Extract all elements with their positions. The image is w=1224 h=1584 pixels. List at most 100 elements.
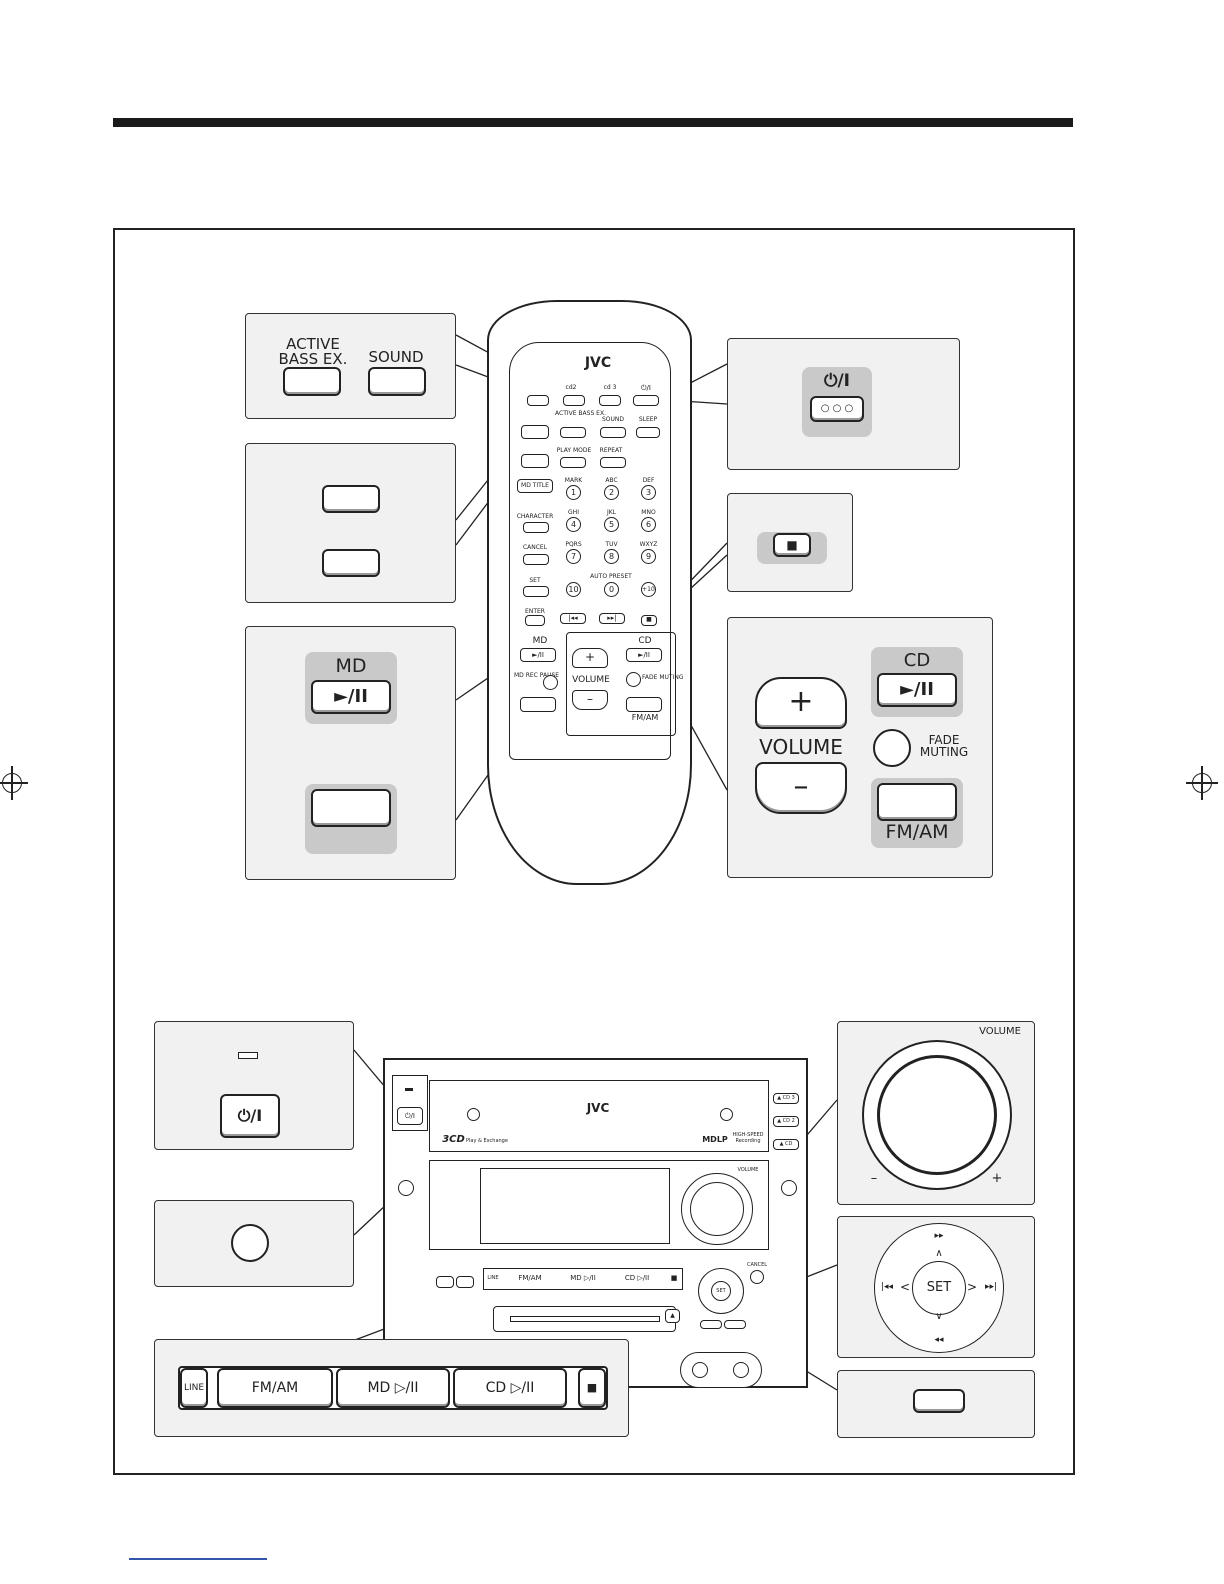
- callout-md-play-button[interactable]: MD ▷/II: [336, 1368, 450, 1408]
- unit-jack-right[interactable]: [733, 1362, 749, 1378]
- remote-sound-button[interactable]: [600, 427, 626, 438]
- unit-md-eject[interactable]: ▲: [665, 1309, 680, 1323]
- callout-down-icon: ∨: [935, 1311, 943, 1322]
- callout-volume-up-button[interactable]: +: [755, 677, 847, 729]
- callout-fade-muting-button[interactable]: [873, 729, 911, 767]
- unit-cd3-eject[interactable]: ▲ CD 3: [773, 1093, 799, 1104]
- unit-left-button-1[interactable]: [436, 1276, 454, 1288]
- callout-unit-power-button[interactable]: ⏻/I: [220, 1094, 280, 1138]
- callout-md-aux-button[interactable]: [311, 789, 391, 827]
- remote-md-title-button[interactable]: MD TITLE: [517, 479, 553, 493]
- callout-stop-button[interactable]: ■: [578, 1368, 606, 1408]
- remote-cd1-button[interactable]: [527, 395, 549, 406]
- key-3[interactable]: 3: [641, 485, 656, 500]
- remote-md-play-button[interactable]: ►/II: [520, 648, 556, 662]
- unit-power-button[interactable]: ⏻/I: [397, 1107, 423, 1125]
- remote-cd2-button[interactable]: [563, 395, 585, 406]
- callout-active-bass-label: ACTIVE BASS EX.: [278, 335, 348, 368]
- callout-volume-label: VOLUME: [979, 1026, 1021, 1037]
- callout-stop-button[interactable]: ■: [773, 533, 811, 557]
- remote-enter-button[interactable]: [525, 615, 545, 626]
- remote-fm-am-button[interactable]: [626, 697, 662, 712]
- remote-character-label: CHARACTER: [516, 513, 554, 520]
- unit-line-button[interactable]: LINE: [487, 1275, 499, 1281]
- callout-phones-jack[interactable]: [231, 1224, 269, 1262]
- remote-volume-down-button[interactable]: –: [572, 690, 608, 710]
- cd-tray: [429, 1080, 769, 1152]
- unit-right-knob[interactable]: [781, 1180, 797, 1196]
- callout-volume-down-button[interactable]: –: [755, 762, 847, 814]
- callout-bottom-button-face[interactable]: [913, 1389, 965, 1413]
- callout-power-button[interactable]: ○ ○ ○: [810, 396, 864, 422]
- key-letters-6: MNO: [641, 509, 656, 516]
- unit-cd2-eject[interactable]: ▲ CD 2: [773, 1116, 799, 1127]
- unit-bottom-button-2[interactable]: [724, 1320, 746, 1329]
- unit-md-slot-opening: [510, 1316, 660, 1322]
- unit-3cd-label: 3CD: [442, 1134, 465, 1145]
- key-2[interactable]: 2: [604, 485, 619, 500]
- callout-cd-play-button[interactable]: CD ▷/II: [453, 1368, 567, 1408]
- remote-stop-button[interactable]: ■: [641, 615, 657, 626]
- key-8[interactable]: 8: [604, 549, 619, 564]
- unit-cd1-eject[interactable]: ▲ CD: [773, 1139, 799, 1150]
- callout-fm-am-button[interactable]: [877, 783, 957, 821]
- callout-side-button-bottom[interactable]: [322, 549, 380, 577]
- unit-left-button-2[interactable]: [456, 1276, 474, 1288]
- key-6[interactable]: 6: [641, 517, 656, 532]
- remote-cd3-button[interactable]: [599, 395, 621, 406]
- remote-power-button[interactable]: [633, 395, 659, 406]
- key-0[interactable]: 0: [604, 582, 619, 597]
- callout-side-button-top[interactable]: [322, 485, 380, 513]
- unit-high-speed: HIGH-SPEED Recording: [732, 1132, 764, 1144]
- callout-side-buttons: [245, 443, 456, 603]
- unit-set-button[interactable]: SET: [711, 1281, 731, 1301]
- callout-md-play-button[interactable]: ►/II: [311, 680, 391, 714]
- callout-right-icon: >: [966, 1280, 978, 1294]
- key-10[interactable]: 10: [566, 582, 581, 597]
- remote-sleep-button[interactable]: [636, 427, 660, 438]
- unit-cd-play-button[interactable]: CD ▷/II: [624, 1274, 650, 1282]
- remote-aux-button[interactable]: [520, 697, 556, 712]
- key-letters-1: MARK: [564, 477, 583, 484]
- unit-stop-button[interactable]: ■: [670, 1274, 678, 1282]
- callout-sound-button[interactable]: [368, 367, 426, 396]
- remote-play-mode-button[interactable]: [560, 457, 586, 468]
- callout-active-bass-button[interactable]: [283, 367, 341, 396]
- callout-cd-play-button[interactable]: ►/II: [877, 673, 957, 707]
- remote-side-button-2[interactable]: [521, 454, 549, 468]
- callout-set-button[interactable]: SET: [912, 1261, 966, 1315]
- unit-fm-am-button[interactable]: FM/AM: [518, 1274, 542, 1282]
- remote-repeat-button[interactable]: [600, 457, 626, 468]
- remote-rewind-button[interactable]: |◂◂: [560, 613, 586, 624]
- remote-set-button[interactable]: [523, 586, 549, 597]
- remote-forward-button[interactable]: ▸▸|: [599, 613, 625, 624]
- key-4[interactable]: 4: [566, 517, 581, 532]
- remote-fade-muting-button[interactable]: [626, 672, 641, 687]
- callout-prev-icon: |◂◂: [880, 1282, 894, 1292]
- remote-side-button-1[interactable]: [521, 425, 549, 439]
- remote-cd-play-button[interactable]: ►/II: [626, 648, 662, 662]
- key-9[interactable]: 9: [641, 549, 656, 564]
- key-1[interactable]: 1: [566, 485, 581, 500]
- remote-volume-label: VOLUME: [572, 675, 610, 685]
- unit-jack-left[interactable]: [692, 1362, 708, 1378]
- remote-volume-up-button[interactable]: +: [572, 648, 608, 668]
- unit-phones-jack[interactable]: [398, 1180, 414, 1196]
- callout-line-button[interactable]: LINE: [180, 1368, 208, 1408]
- key-letters-5: JKL: [606, 509, 617, 516]
- remote-set-label: SET: [529, 577, 541, 584]
- unit-multi-control[interactable]: [698, 1268, 744, 1314]
- callout-volume-knob-face[interactable]: [877, 1055, 997, 1175]
- unit-cancel-button[interactable]: [750, 1270, 764, 1284]
- remote-md-rec-button[interactable]: [543, 675, 558, 690]
- remote-active-bass-button[interactable]: [560, 427, 586, 438]
- callout-fm-am-button[interactable]: FM/AM: [217, 1368, 333, 1408]
- key-7[interactable]: 7: [566, 549, 581, 564]
- unit-volume-knob[interactable]: [690, 1182, 744, 1236]
- unit-md-play-button[interactable]: MD ▷/II: [570, 1274, 596, 1282]
- remote-cancel-button[interactable]: [523, 554, 549, 565]
- key-5[interactable]: 5: [604, 517, 619, 532]
- key-plus10[interactable]: +10: [641, 582, 656, 597]
- remote-character-button[interactable]: [523, 522, 549, 533]
- unit-bottom-button-1[interactable]: [700, 1320, 722, 1329]
